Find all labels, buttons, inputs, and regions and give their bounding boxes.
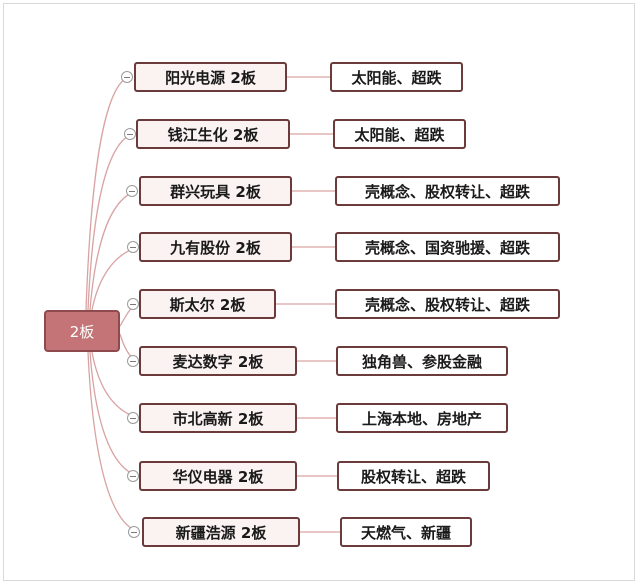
leaf-node-label: 上海本地、房地产 xyxy=(361,409,482,428)
collapse-toggle-icon[interactable] xyxy=(126,185,138,197)
branch-node-3[interactable]: 九有股份 2板 xyxy=(139,232,292,262)
leaf-node-0[interactable]: 太阳能、超跌 xyxy=(330,62,463,92)
root-node-label: 2板 xyxy=(69,322,95,341)
leaf-node-label: 壳概念、股权转让、超跌 xyxy=(364,182,530,201)
leaf-node-5[interactable]: 独角兽、参股金融 xyxy=(336,346,508,376)
collapse-toggle-icon[interactable] xyxy=(121,71,133,83)
leaf-node-label: 天燃气、新疆 xyxy=(360,523,451,542)
branch-node-label: 九有股份 2板 xyxy=(170,238,261,257)
branch-node-label: 麦达数字 2板 xyxy=(172,352,264,371)
branch-node-0[interactable]: 阳光电源 2板 xyxy=(134,62,287,92)
collapse-toggle-icon[interactable] xyxy=(127,355,139,367)
collapse-toggle-icon[interactable] xyxy=(127,412,139,424)
leaf-node-4[interactable]: 壳概念、股权转让、超跌 xyxy=(335,289,560,319)
leaf-node-label: 股权转让、超跌 xyxy=(360,467,466,486)
connector-root-branch-8 xyxy=(87,351,141,533)
leaf-node-label: 独角兽、参股金融 xyxy=(361,352,482,371)
branch-node-label: 阳光电源 2板 xyxy=(165,68,256,87)
image-frame xyxy=(3,3,635,581)
leaf-node-3[interactable]: 壳概念、国资驰援、超跌 xyxy=(335,232,560,262)
leaf-node-label: 太阳能、超跌 xyxy=(351,68,442,87)
branch-node-label: 市北高新 2板 xyxy=(172,409,264,428)
leaf-node-8[interactable]: 天燃气、新疆 xyxy=(340,517,472,547)
leaf-node-7[interactable]: 股权转让、超跌 xyxy=(337,461,490,491)
connector-root-branch-0 xyxy=(85,76,129,311)
branch-node-2[interactable]: 群兴玩具 2板 xyxy=(139,176,292,206)
leaf-node-1[interactable]: 太阳能、超跌 xyxy=(333,119,466,149)
collapse-toggle-icon[interactable] xyxy=(127,298,139,310)
branch-node-label: 钱江生化 2板 xyxy=(167,125,259,144)
root-node[interactable]: 2板 xyxy=(44,310,120,352)
branch-node-8[interactable]: 新疆浩源 2板 xyxy=(142,517,300,547)
collapse-toggle-icon[interactable] xyxy=(127,470,139,482)
branch-node-6[interactable]: 市北高新 2板 xyxy=(139,403,297,433)
leaf-node-6[interactable]: 上海本地、房地产 xyxy=(336,403,508,433)
branch-node-4[interactable]: 斯太尔 2板 xyxy=(139,289,276,319)
leaf-node-label: 壳概念、国资驰援、超跌 xyxy=(364,238,530,257)
branch-node-label: 华仪电器 2板 xyxy=(172,467,264,486)
branch-node-1[interactable]: 钱江生化 2板 xyxy=(136,119,290,149)
branch-node-label: 斯太尔 2板 xyxy=(169,295,246,314)
leaf-node-label: 太阳能、超跌 xyxy=(354,125,445,144)
branch-node-7[interactable]: 华仪电器 2板 xyxy=(139,461,297,491)
collapse-toggle-icon[interactable] xyxy=(128,526,140,538)
branch-node-label: 群兴玩具 2板 xyxy=(170,182,261,201)
collapse-toggle-icon[interactable] xyxy=(127,241,139,253)
collapse-toggle-icon[interactable] xyxy=(124,128,136,140)
branch-node-label: 新疆浩源 2板 xyxy=(175,523,267,542)
branch-node-5[interactable]: 麦达数字 2板 xyxy=(139,346,297,376)
leaf-node-label: 壳概念、股权转让、超跌 xyxy=(364,295,530,314)
leaf-node-2[interactable]: 壳概念、股权转让、超跌 xyxy=(335,176,560,206)
connector-root-branch-1 xyxy=(87,133,133,311)
